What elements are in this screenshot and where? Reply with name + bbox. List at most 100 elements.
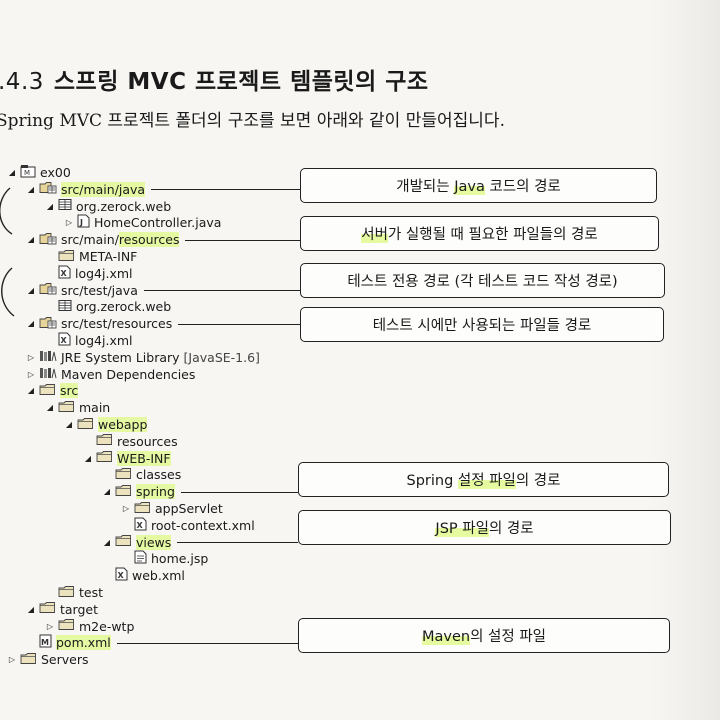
tree-item-views[interactable]: ◢ views [101,534,172,551]
xml-file-icon: X [58,265,71,282]
tree-item-label: pom.xml [56,635,111,651]
tree-item-label: webapp [98,417,148,432]
source-folder-icon [39,316,57,332]
tree-item-servers[interactable]: ▷Servers [6,651,89,668]
collapsed-arrow-icon[interactable]: ▷ [46,621,54,631]
tree-item-jre[interactable]: ▷JRE System Library[JavaSE-1.6] [25,349,260,366]
tree-item-web-inf[interactable]: ◢WEB-INF [82,450,171,467]
tree-item-src[interactable]: ◢ src [25,382,79,399]
tree-item-label: src/test/resources [61,316,173,332]
source-folder-icon [39,232,57,248]
tree-item-spring[interactable]: ◢spring [101,483,175,500]
source-folder-icon [39,181,57,197]
expanded-arrow-icon[interactable]: ◢ [8,168,16,177]
tree-item-appservlet[interactable]: ▷ appServlet [120,500,223,517]
folder-icon [77,417,94,433]
expanded-arrow-icon[interactable]: ◢ [84,453,92,463]
tree-item-label: views [136,534,172,550]
package-icon [58,299,72,315]
expanded-arrow-icon[interactable]: ◢ [103,487,111,497]
callout-text: Spring 설정 파일의 경로 [406,473,561,489]
library-icon [39,349,57,365]
tree-item-resources[interactable]: resources [82,433,178,450]
intro-paragraph: Spring MVC 프로젝트 폴더의 구조를 보면 아래와 같이 만들어집니다… [0,111,505,131]
tree-item-label: src/main/java [61,181,146,197]
tree-item-label: web.xml [132,568,185,584]
tree-item-label: m2e-wtp [79,618,135,634]
tree-item-pkg-test[interactable]: org.zerock.web [44,298,171,315]
project-icon: M [20,164,36,181]
tree-item-target[interactable]: ◢target [25,601,98,618]
expanded-arrow-icon[interactable]: ◢ [103,537,111,547]
collapsed-arrow-icon[interactable]: ▷ [27,352,35,362]
svg-text:M: M [24,169,30,177]
tree-item-test[interactable]: test [44,584,103,601]
tree-item-label: src/test/java [61,282,138,298]
callout-jsp-path: JSP 파일의 경로 [298,510,671,545]
java-file-icon: J [77,214,90,231]
callout-maven-conf: Maven의 설정 파일 [298,618,670,653]
tree-item-webapp[interactable]: ◢ webapp [63,416,148,433]
tree-item-src-main-resources[interactable]: ◢ src/main/resources [25,231,180,248]
page-edge-shadow [650,0,720,720]
folder-icon [39,383,56,399]
svg-text:X: X [118,571,125,580]
tree-item-label: org.zerock.web [76,299,172,315]
folder-icon [115,467,132,483]
tree-item-src-test-java[interactable]: ◢ src/test/java [25,282,138,299]
package-icon [58,198,72,214]
tree-item-label: src/main/resources [61,232,180,248]
tree-item-label: resources [117,433,178,449]
tree-item-label: Maven Dependencies [61,366,196,382]
expanded-arrow-icon[interactable]: ◢ [27,604,35,614]
tree-item-meta-inf[interactable]: META-INF [44,248,137,265]
svg-text:M: M [41,638,49,647]
callout-text: JSP 파일의 경로 [435,521,534,537]
expanded-arrow-icon[interactable]: ◢ [27,235,35,245]
collapsed-arrow-icon[interactable]: ▷ [8,655,16,665]
tree-item-label: JRE System Library [61,349,180,365]
expanded-arrow-icon[interactable]: ◢ [27,285,35,295]
maven-file-icon: M [39,634,52,651]
tree-item-m2e-wtp[interactable]: ▷ m2e-wtp [44,618,134,635]
folder-icon [96,450,113,466]
folder-icon [58,618,75,634]
tree-item-src-main-java[interactable]: ◢ src/main/java [25,181,146,198]
tree-item-maven-deps[interactable]: ▷ Maven Dependencies [25,366,195,383]
expanded-arrow-icon[interactable]: ◢ [27,319,35,329]
folder-icon [39,601,56,617]
tree-item-label: appServlet [155,501,223,516]
svg-text:X: X [137,521,144,530]
expanded-arrow-icon[interactable]: ◢ [65,420,73,429]
jsp-file-icon [134,550,147,567]
callout-test-res: 테스트 시에만 사용되는 파일들 경로 [300,307,664,342]
tree-item-main[interactable]: ◢main [44,399,110,416]
section-number: .4.3 [0,69,44,95]
tree-item-pkg-main[interactable]: ◢org.zerock.web [44,198,171,215]
collapsed-arrow-icon[interactable]: ▷ [65,218,73,228]
collapsed-arrow-icon[interactable]: ▷ [122,504,130,513]
callout-spring-conf: Spring 설정 파일의 경로 [298,462,669,497]
expanded-arrow-icon[interactable]: ◢ [46,403,54,413]
tree-item-classes[interactable]: classes [101,466,181,483]
collapsed-arrow-icon[interactable]: ▷ [27,369,35,379]
folder-icon [96,433,113,449]
tree-item-label: HomeController.java [94,215,222,231]
tree-item-home-jsp[interactable]: home.jsp [120,550,208,567]
source-folder-icon [39,282,57,298]
expanded-arrow-icon[interactable]: ◢ [46,201,54,211]
callout-leader-line [144,290,300,291]
tree-item-label: src [60,383,79,399]
expanded-arrow-icon[interactable]: ◢ [27,184,35,194]
callout-text: 개발되는 Java 코드의 경로 [396,179,561,195]
expanded-arrow-icon[interactable]: ◢ [27,386,35,396]
tree-item-src-test-resources[interactable]: ◢ src/test/resources [25,315,172,332]
